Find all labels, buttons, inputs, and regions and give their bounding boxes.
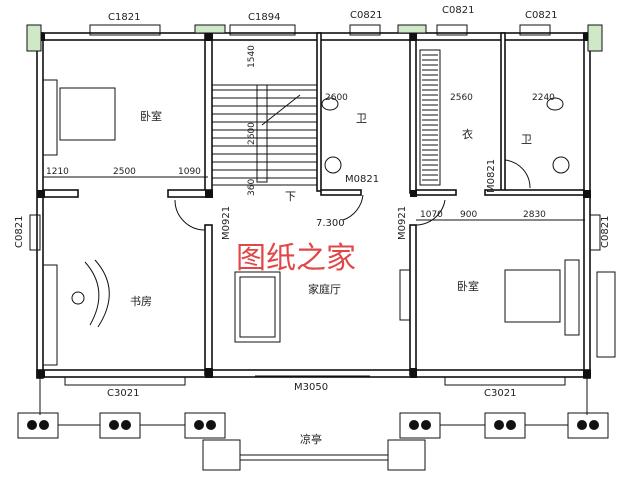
pier-post: [39, 420, 49, 430]
dimension: 360: [247, 179, 257, 196]
pier-post: [421, 420, 431, 430]
staircase: [211, 84, 318, 186]
dimension: 900: [460, 210, 477, 220]
pier-box: [399, 412, 441, 439]
pavilion-structure: [17, 378, 609, 471]
walls: [26, 24, 603, 379]
dimension: 2240: [532, 93, 555, 103]
dimension: 1540: [247, 45, 257, 68]
door-label: M0821: [486, 159, 497, 193]
pier-box: [484, 412, 526, 439]
dimension: 1090: [178, 167, 201, 177]
door-label: M0821: [345, 174, 379, 185]
pier: [184, 412, 226, 439]
room-label-study: 书房: [130, 295, 152, 308]
window-label: C0821: [14, 216, 25, 248]
dimension: 1070: [420, 210, 443, 220]
pier: [399, 412, 441, 439]
window-label: C0821: [350, 10, 382, 21]
window-label: C0821: [525, 10, 557, 21]
window-label: C0821: [442, 5, 474, 16]
dimension: 2600: [247, 122, 257, 145]
pier-post: [589, 420, 599, 430]
pier: [484, 412, 526, 439]
window-label: C1894: [248, 12, 280, 23]
pier-post: [206, 420, 216, 430]
room-label-family-hall: 家庭厅: [308, 282, 341, 296]
dimension: 2600: [325, 93, 348, 103]
room-label-pavilion: 凉亭: [300, 432, 322, 446]
room-label-bedroom: 卧室: [140, 109, 162, 123]
window-label: C3021: [107, 388, 139, 399]
pier: [17, 412, 59, 439]
room-label-bath: 卫: [356, 112, 367, 125]
pier-box: [567, 412, 609, 439]
door-label: M3050: [294, 382, 328, 393]
pier-post: [194, 420, 204, 430]
furniture: [42, 79, 616, 366]
window-label: C1821: [108, 12, 140, 23]
pier-post: [109, 420, 119, 430]
pier-box: [99, 412, 141, 439]
room-label-bath: 卫: [521, 133, 532, 146]
pier-box: [184, 412, 226, 439]
watermark: 图纸之家: [236, 241, 356, 276]
dimension: 2830: [523, 210, 546, 220]
pier-post: [577, 420, 587, 430]
pier-post: [121, 420, 131, 430]
stair-direction: 下: [285, 190, 296, 203]
window-label: C0821: [600, 216, 611, 248]
dimension: 2560: [450, 93, 473, 103]
closet-rack: [419, 49, 441, 186]
pier: [567, 412, 609, 439]
door-label: M0921: [397, 206, 408, 240]
dimension: 1210: [46, 167, 69, 177]
pier-post: [494, 420, 504, 430]
room-label-bedroom: 卧室: [457, 279, 479, 293]
room-label-closet: 衣: [462, 127, 473, 141]
pier-post: [409, 420, 419, 430]
window-frames: [29, 24, 601, 386]
elevation-mark: 7.300: [316, 218, 345, 229]
door-label: M0921: [221, 206, 232, 240]
pier: [99, 412, 141, 439]
window-label: C3021: [484, 388, 516, 399]
pier-post: [27, 420, 37, 430]
pier-box: [17, 412, 59, 439]
dimension: 2500: [113, 167, 136, 177]
pier-post: [506, 420, 516, 430]
